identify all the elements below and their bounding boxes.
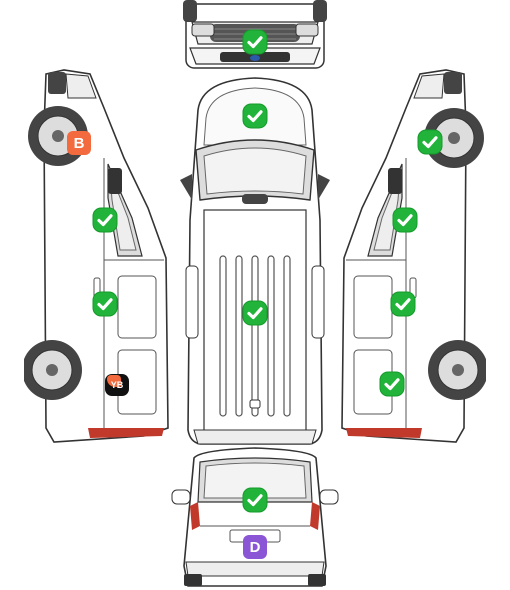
damage-badge-b[interactable]: B <box>67 131 91 155</box>
check-roof-front-icon[interactable] <box>242 103 268 129</box>
check-front-bumper-icon[interactable] <box>242 29 268 55</box>
check-rear-window-icon[interactable] <box>242 487 268 513</box>
check-right-rear-quarter-icon[interactable] <box>379 371 405 397</box>
check-right-front-door-icon[interactable] <box>392 207 418 233</box>
damage-badge-yb-highlight <box>107 375 121 387</box>
check-left-front-door-icon[interactable] <box>92 207 118 233</box>
damage-badge-d[interactable]: D <box>243 535 267 559</box>
front-view <box>180 0 330 72</box>
right-side-view <box>336 68 486 448</box>
check-left-sliding-door-icon[interactable] <box>92 291 118 317</box>
left-side-view <box>24 68 174 448</box>
damage-badge-yb-label: YB <box>110 380 124 390</box>
damage-badge-d-label: D <box>249 538 261 556</box>
check-right-sliding-door-icon[interactable] <box>390 291 416 317</box>
damage-badge-yb[interactable]: YB <box>105 374 129 396</box>
check-right-front-wheel-icon[interactable] <box>417 129 443 155</box>
check-cargo-floor-icon[interactable] <box>242 300 268 326</box>
damage-badge-b-label: B <box>73 134 85 152</box>
top-view <box>170 70 340 450</box>
rear-view <box>170 446 340 590</box>
